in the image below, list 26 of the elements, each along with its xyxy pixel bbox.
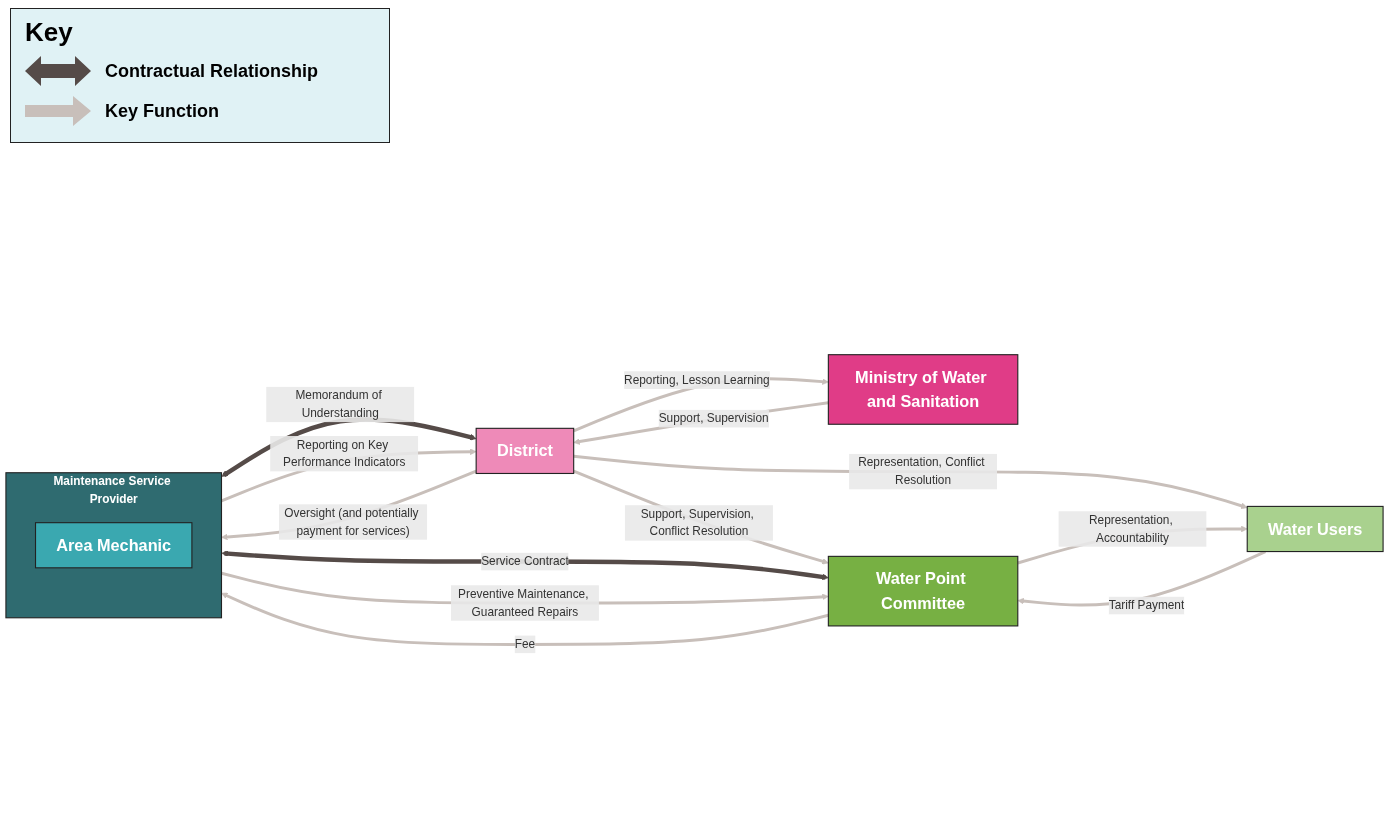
legend-label: Key Function (105, 100, 219, 122)
arrow (221, 592, 829, 646)
edge-label: Oversight (and potentially payment for services) (284, 506, 419, 537)
edge-label: Reporting on Key Performance Indicators (282, 438, 406, 469)
edge-label: Service Contract (481, 554, 569, 568)
arrow (573, 377, 829, 433)
legend-label: Contractual Relationship (105, 60, 319, 82)
edge-label: Memorandum of Understanding (295, 389, 382, 420)
node-box: District (475, 427, 575, 475)
edge-label: Support, Supervision, Conflict Resolution (640, 507, 754, 538)
node-box: Water Users (1246, 505, 1384, 553)
node-box: Water Point Committee (827, 555, 1019, 627)
node-box: Area Mechanic (34, 522, 193, 569)
edge-label: Fee (514, 637, 536, 651)
edge-label: Reporting, Lesson Learning (624, 373, 770, 387)
edge-label: Preventive Maintenance, Guaranteed Repairs (458, 587, 589, 618)
arrow (221, 550, 829, 581)
edge-label: Representation, Accountability (1089, 513, 1173, 544)
edge-label: Tariff Payment (1108, 598, 1185, 612)
legend-heading: Key (25, 17, 74, 48)
node-box: Ministry of Water and Sanitation (827, 354, 1019, 425)
arrow (221, 469, 477, 541)
edge-label: Support, Supervision (658, 412, 769, 425)
edge-label: Representation, Conflict Resolution (858, 456, 985, 487)
arrow (573, 401, 829, 445)
arrow (573, 469, 829, 565)
